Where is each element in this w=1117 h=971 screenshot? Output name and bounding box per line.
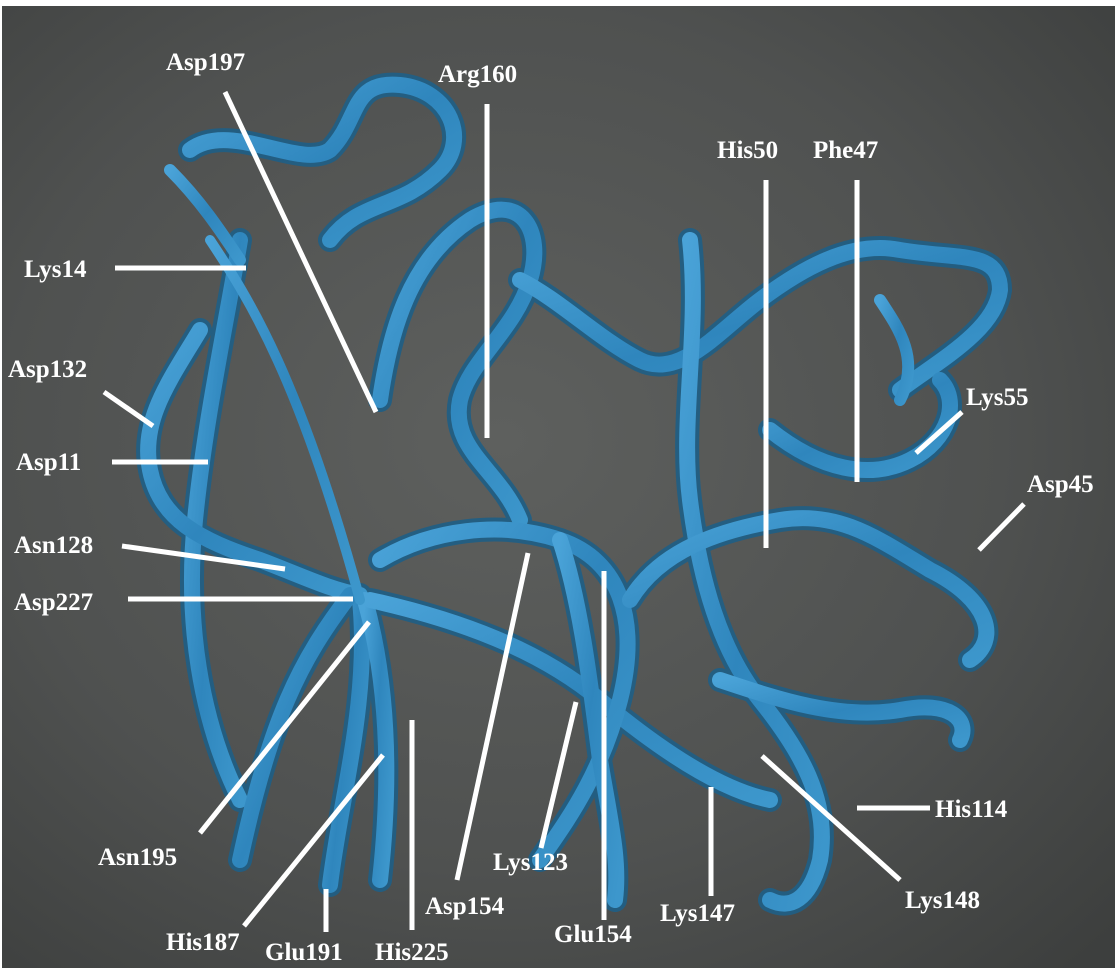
label-arg160: Arg160 (438, 61, 517, 88)
label-his50: His50 (717, 137, 778, 164)
label-asn128: Asn128 (14, 532, 93, 559)
label-asp197: Asp197 (166, 49, 245, 76)
label-asn195: Asn195 (98, 844, 177, 871)
label-lys14: Lys14 (24, 256, 87, 283)
label-lys147: Lys147 (660, 900, 735, 927)
label-his187: His187 (166, 929, 240, 956)
label-his114: His114 (935, 796, 1008, 823)
label-his225: His225 (375, 939, 449, 966)
label-asp45: Asp45 (1027, 471, 1094, 498)
label-lys123: Lys123 (493, 849, 568, 876)
label-glu154: Glu154 (554, 921, 632, 948)
label-asp227: Asp227 (14, 589, 93, 616)
label-asp11: Asp11 (16, 449, 81, 476)
label-glu191: Glu191 (265, 939, 343, 966)
label-asp154: Asp154 (425, 893, 505, 920)
label-lys55: Lys55 (966, 384, 1029, 411)
label-phe47: Phe47 (813, 137, 878, 164)
label-asp132: Asp132 (8, 356, 87, 383)
label-lys148: Lys148 (905, 887, 980, 914)
